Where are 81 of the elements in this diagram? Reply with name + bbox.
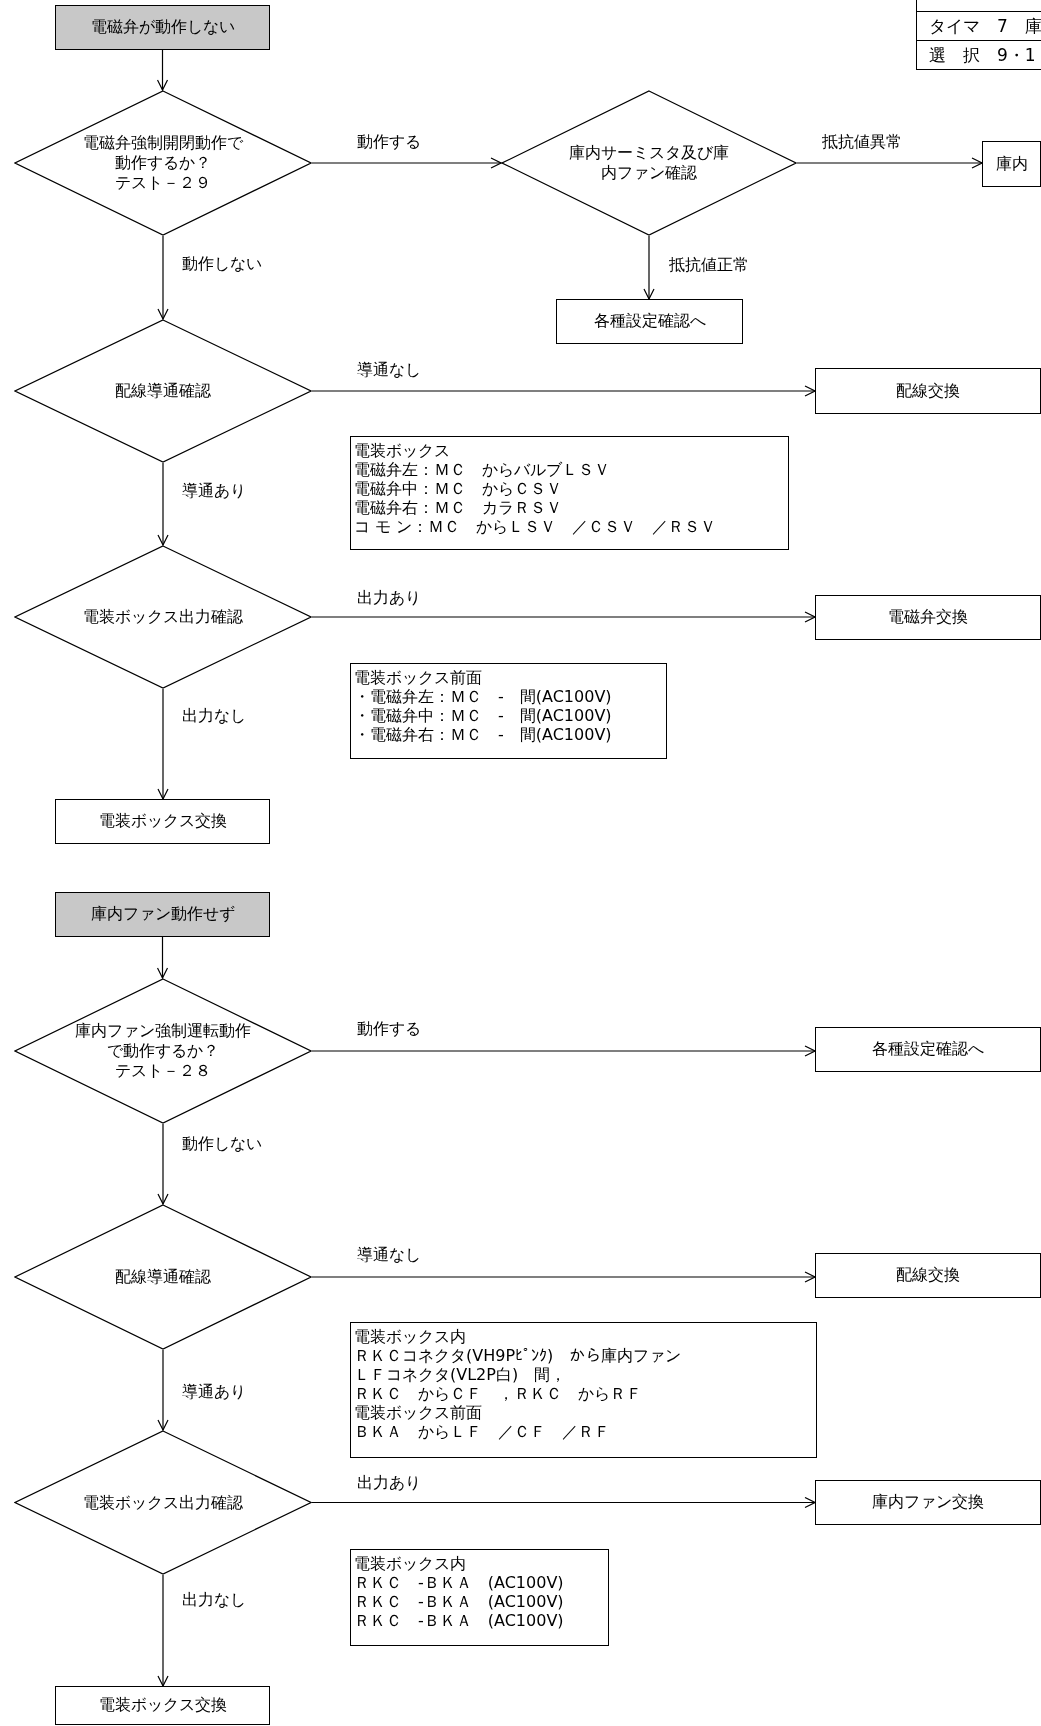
arrow [311,1271,816,1283]
diamond-text: テスト－２８ [114,1061,212,1081]
box-text: 配線交換 [896,1265,960,1286]
note-line: 電装ボックス前面 [354,668,482,687]
note-box [350,1549,609,1646]
arrow [157,1574,169,1687]
box-text: 配線交換 [896,380,960,402]
arrow [156,49,169,91]
arrow [311,1496,816,1509]
arrow [796,157,983,169]
note-line: ＢＫＡ からＬＦ ／ＣＦ ／ＲＦ [354,1422,610,1441]
edge-label: 動作しない [180,1134,264,1154]
process-box [815,368,1041,414]
note-line: 電装ボックス前面 [354,1403,482,1422]
start-box [55,5,270,50]
diamond-text: 電装ボックス出力確認 [82,607,244,627]
note-line: ・電磁弁中：ＭＣ - 間(AC100V) [354,706,612,725]
arrow [157,1349,169,1431]
decision-diamond [14,978,312,1124]
arrow [311,385,816,397]
process-box [815,595,1041,640]
table-cell: 選 択 9・1 [916,40,1041,70]
box-text: 庫内 [995,153,1028,175]
arrow [643,235,655,300]
process-box [815,1027,1041,1072]
arrow [157,235,169,320]
diamond-text: テスト－２９ [114,173,212,193]
note-line: ＲＫＣ からＣＦ ，ＲＫＣ からＲＦ [354,1384,642,1403]
box-text: 庫内ファン交換 [872,1492,984,1513]
box-text: 各種設定確認へ [872,1039,984,1060]
arrow [157,1123,169,1205]
process-box [815,1480,1041,1525]
process-box [982,141,1041,187]
decision-diamond [14,1430,312,1575]
diamond-text: 配線導通確認 [114,1267,212,1287]
note-box [350,436,789,550]
diamond-text: 庫内サーミスタ及び庫内ファン確認 [569,143,729,183]
arrow [311,1045,816,1057]
decision-diamond [14,90,312,236]
decision-diamond [501,90,797,236]
box-text: 電磁弁交換 [888,607,968,628]
note-line: ＲＫＣ -ＢＫＡ (AC100V) [354,1611,564,1630]
box-text: 電装ボックス交換 [98,811,227,832]
process-box [55,799,270,844]
box-text: 電磁弁が動作しない [90,17,235,38]
note-line: 電磁弁左：ＭＣ からバルブＬＳＶ [354,460,610,479]
diamond-text: 電磁弁強制開閉動作で動作するか？ [82,133,244,173]
box-text: 各種設定確認へ [593,311,706,332]
note-line: 電装ボックス [354,441,450,460]
arrow [156,936,169,979]
arrow [311,611,816,623]
note-line: 電磁弁右：ＭＣ カラＲＳＶ [354,498,562,517]
note-line: ・電磁弁右：ＭＣ - 間(AC100V) [354,725,612,744]
arrow [311,157,502,169]
process-box [55,1686,270,1725]
process-box [815,1253,1041,1298]
note-line: ＬＦコネクタ(VL2P白) 間， [354,1365,567,1384]
decision-diamond [14,1204,312,1350]
note-line: ＲＫＣ -ＢＫＡ (AC100V) [354,1592,564,1611]
diamond-text: 庫内ファン強制運転動作で動作するか？ [74,1021,252,1061]
note-box [350,663,667,759]
decision-diamond [14,545,312,689]
note-line: ＲＫＣコネクタ(VH9Pﾋﾟﾝｸ) から庫内ファン [354,1346,682,1365]
edge-label: 動作しない [180,254,264,274]
note-line: 電装ボックス内 [354,1327,466,1346]
note-line: 電装ボックス内 [354,1554,466,1573]
table-cell: タイマ 7 庫 [916,11,1041,41]
process-box [556,299,743,344]
arrow [157,462,169,546]
diamond-text: 配線導通確認 [114,381,212,401]
box-text: 電装ボックス交換 [98,1695,227,1716]
diamond-text: 電装ボックス出力確認 [82,1492,244,1513]
box-text: 庫内ファン動作せず [90,904,235,925]
note-line: ＲＫＣ -ＢＫＡ (AC100V) [354,1573,564,1592]
note-line: ・電磁弁左：ＭＣ - 間(AC100V) [354,687,612,706]
note-line: 電磁弁中：ＭＣ からＣＳＶ [354,479,562,498]
note-line: コ モ ン：ＭＣ からＬＳＶ ／ＣＳＶ ／ＲＳＶ [354,517,717,536]
note-box [350,1322,817,1458]
arrow [157,688,169,800]
start-box [55,892,270,937]
decision-diamond [14,319,312,463]
